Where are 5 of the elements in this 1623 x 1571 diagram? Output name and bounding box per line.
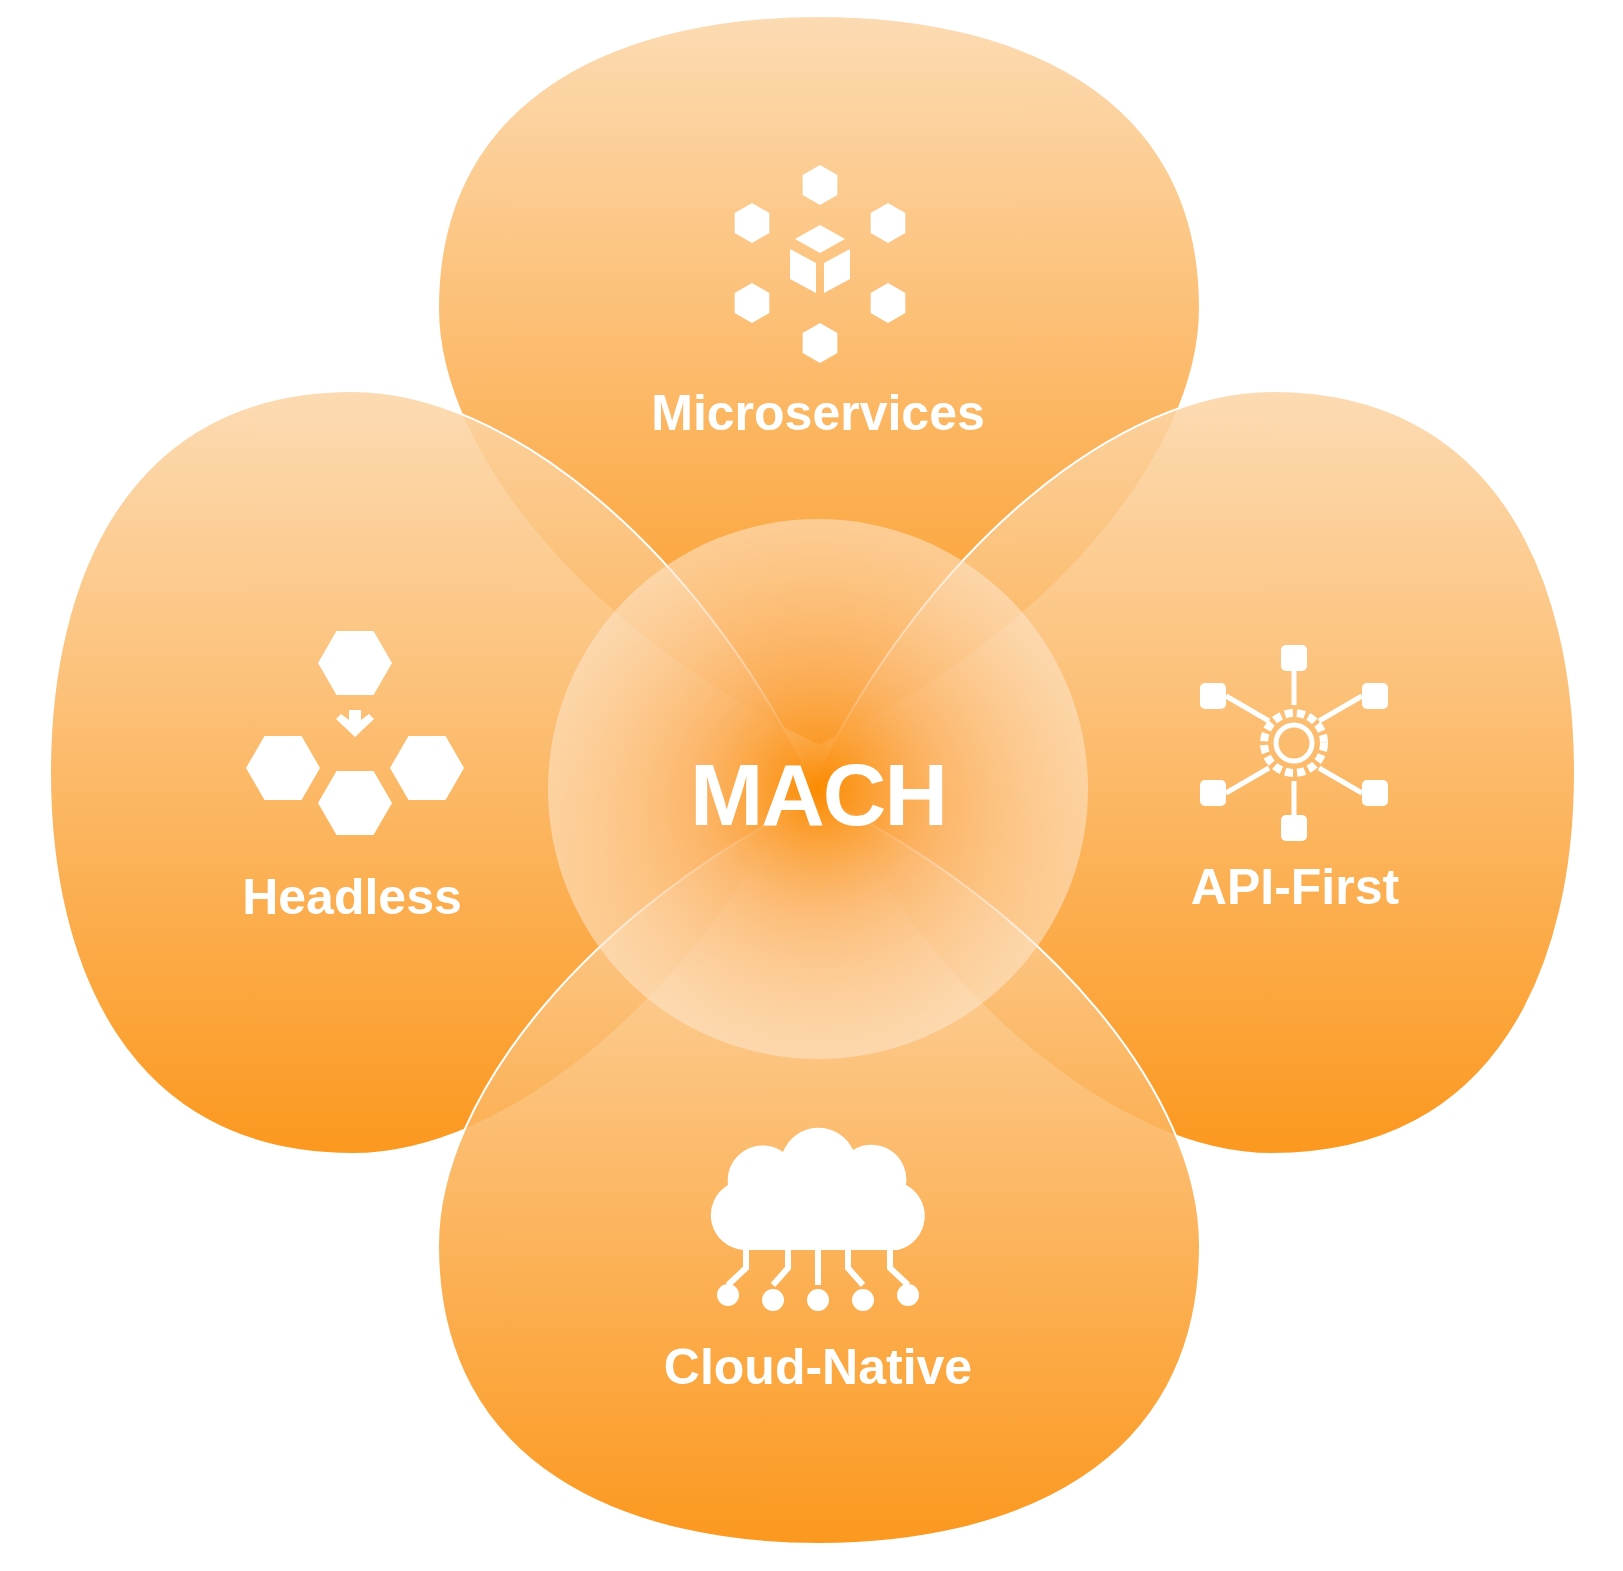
petal-label: API-First [1190, 862, 1400, 912]
petal-label: Headless [242, 872, 462, 922]
petal-label: Microservices [651, 388, 985, 438]
center-title: MACH [690, 751, 946, 839]
petal-label: Cloud-Native [663, 1342, 973, 1392]
